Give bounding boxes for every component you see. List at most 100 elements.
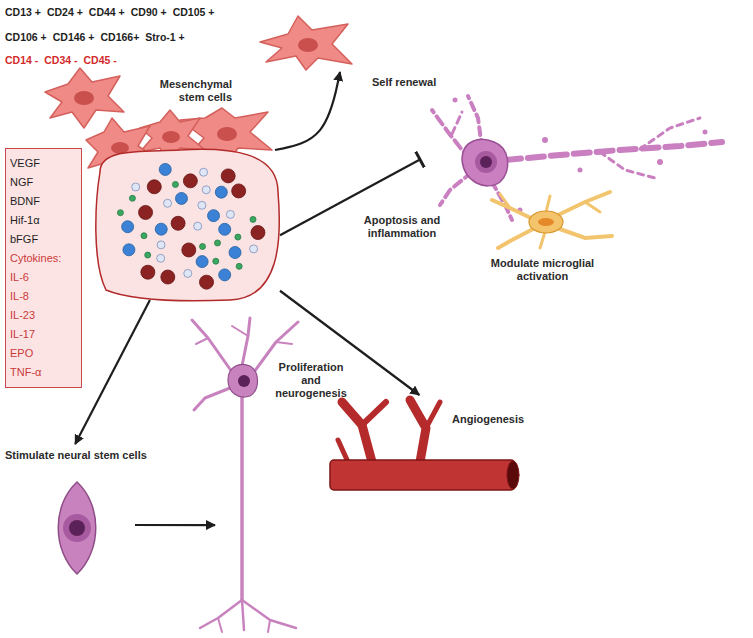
factor-name: BDNF bbox=[10, 192, 77, 211]
vesicle bbox=[215, 240, 221, 246]
msc-nucleus bbox=[74, 91, 94, 105]
vessel-branch bbox=[410, 400, 426, 462]
vessel-branch bbox=[426, 402, 440, 428]
msc-cell bbox=[260, 16, 352, 70]
process-label: Modulate microglial activation bbox=[480, 257, 605, 283]
secretome bbox=[96, 149, 280, 300]
axon-terminal bbox=[200, 600, 242, 628]
vesicle bbox=[139, 205, 153, 219]
vesicle bbox=[221, 169, 235, 183]
apoptotic-bleb bbox=[703, 130, 708, 135]
surface-marker: CD105 + bbox=[173, 6, 215, 19]
axon-terminal bbox=[268, 620, 270, 632]
surface-marker: Stro-1 + bbox=[145, 31, 184, 44]
surface-marker: CD90 + bbox=[131, 6, 167, 19]
process-label: Apoptosis and inflammation bbox=[352, 214, 452, 240]
fragmented-axon bbox=[505, 142, 722, 160]
microglial-process bbox=[540, 232, 545, 248]
vesicle bbox=[161, 270, 175, 284]
dendrite bbox=[242, 318, 250, 366]
apoptotic-bleb bbox=[453, 98, 458, 103]
microglia-body bbox=[529, 211, 563, 233]
process-label: Mesenchymal stem cells bbox=[150, 78, 232, 104]
axon-terminal bbox=[218, 618, 222, 632]
process-label: Self renewal bbox=[372, 76, 462, 89]
vesicle bbox=[229, 247, 241, 259]
arrow-connector bbox=[135, 524, 215, 526]
vesicle bbox=[202, 186, 210, 194]
surface-marker: CD106 + bbox=[5, 31, 47, 44]
vesicle bbox=[141, 233, 147, 239]
nucleus bbox=[480, 156, 492, 168]
vesicle bbox=[226, 210, 234, 218]
process-label: Proliferation and neurogenesis bbox=[270, 361, 352, 400]
factor-name: IL-8 bbox=[10, 287, 77, 306]
msc-nucleus bbox=[217, 127, 237, 141]
cell-illustration: Self renewal bbox=[255, 12, 355, 72]
vesicle bbox=[129, 195, 135, 201]
vessel-lumen bbox=[507, 461, 519, 489]
secretome-blob bbox=[96, 149, 280, 300]
vessel-illustration: Angiogenesis bbox=[330, 395, 520, 510]
vesicle bbox=[198, 201, 206, 209]
surface-marker: CD14 - bbox=[5, 54, 38, 67]
vesicle bbox=[236, 263, 242, 269]
vesicle bbox=[184, 269, 192, 277]
factor-list-box: VEGFNGFBDNFHif-1αbFGFCytokines:IL-6IL-8I… bbox=[5, 148, 82, 388]
vesicle bbox=[175, 192, 187, 204]
fragmented-dendrite bbox=[440, 172, 472, 205]
apoptotic-bleb bbox=[657, 159, 663, 165]
dendrite bbox=[276, 342, 292, 344]
neuron-soma bbox=[462, 139, 508, 185]
neuron-illustration: Proliferation and neurogenesis bbox=[215, 315, 305, 630]
surface-marker: CD34 - bbox=[44, 54, 77, 67]
vesicle bbox=[194, 222, 202, 230]
dendrite bbox=[232, 326, 248, 336]
microglial-process bbox=[546, 196, 550, 212]
nucleus bbox=[238, 375, 250, 387]
surface-marker: CD45 - bbox=[84, 54, 117, 67]
vesicle bbox=[213, 258, 219, 264]
vesicle bbox=[250, 245, 258, 253]
vesicle bbox=[123, 244, 135, 256]
marker-row: CD106 +CD146 +CD166+Stro-1 + bbox=[5, 31, 185, 44]
cell-illustration: Stimulate neural stem cells bbox=[5, 444, 135, 579]
microglial-process bbox=[498, 228, 535, 248]
vesicle bbox=[182, 243, 196, 257]
factor-name: EPO bbox=[10, 344, 77, 363]
factor-name: IL-6 bbox=[10, 268, 77, 287]
vesicle bbox=[232, 184, 246, 198]
vesicle bbox=[147, 180, 161, 194]
fragmented-axon-branch bbox=[600, 152, 655, 178]
vesicles bbox=[117, 163, 265, 289]
nucleus-ring bbox=[63, 514, 91, 542]
vesicle bbox=[235, 234, 241, 240]
arrow-connector bbox=[280, 291, 419, 395]
vesicle bbox=[250, 216, 256, 222]
cell-illustration: Apoptosis and inflammation bbox=[420, 88, 730, 223]
msc-nucleus bbox=[162, 131, 180, 143]
nucleus bbox=[69, 520, 85, 536]
vesicle bbox=[155, 223, 167, 235]
apoptotic-bleb bbox=[542, 137, 548, 143]
vesicle bbox=[159, 163, 171, 175]
vessel-branch bbox=[362, 402, 386, 425]
vesicle bbox=[200, 275, 214, 289]
vesicle bbox=[117, 210, 123, 216]
cell-illustration: Modulate microglial activation bbox=[480, 185, 625, 253]
microglial-process bbox=[585, 202, 600, 212]
secretome: VEGFNGFBDNFHif-1αbFGFCytokines:IL-6IL-8I… bbox=[5, 115, 280, 300]
factor-name: TNF-α bbox=[10, 363, 77, 382]
vesicle bbox=[200, 244, 206, 250]
vesicle bbox=[132, 183, 140, 191]
vesicle bbox=[200, 168, 208, 176]
process-label: Angiogenesis bbox=[452, 413, 542, 426]
nucleus-ring bbox=[475, 151, 497, 173]
vesicle bbox=[251, 226, 265, 240]
factor-name: IL-17 bbox=[10, 325, 77, 344]
self-renewal-cell bbox=[260, 16, 352, 70]
axon bbox=[240, 394, 244, 600]
